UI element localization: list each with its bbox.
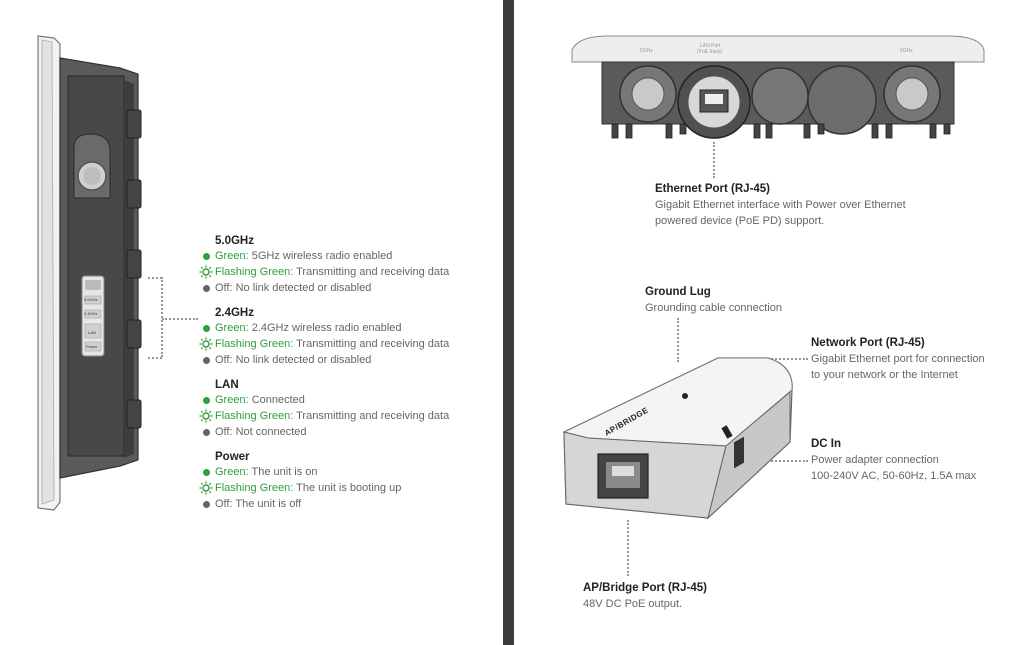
led-status-desc: Connected	[248, 394, 305, 406]
network-leader	[768, 358, 808, 360]
led-status-label: Flashing Green:	[215, 482, 294, 494]
ethernet-leader	[713, 142, 715, 178]
led-status-desc: The unit is booting up	[293, 482, 402, 494]
led-status-row: Off: No link detected or disabled	[199, 352, 371, 368]
gray-dot-icon	[199, 353, 213, 367]
led-status-row: Green: 2.4GHz wireless radio enabled	[199, 320, 402, 336]
green-dot-icon	[199, 321, 213, 335]
led-status-row: Flashing Green: Transmitting and receivi…	[199, 264, 449, 280]
apbridge-title: AP/Bridge Port (RJ-45)	[583, 582, 707, 594]
apbridge-desc: 48V DC PoE output.	[583, 598, 683, 610]
led-status-label: Green:	[215, 466, 249, 478]
led-status-label: Off:	[215, 426, 233, 438]
panel-label-5ghz: 5.0GHz	[84, 297, 98, 302]
gray-dot-icon	[199, 425, 213, 439]
gray-dot-icon	[199, 281, 213, 295]
led-status-desc: Transmitting and receiving data	[293, 338, 450, 350]
led-leader-vertical	[161, 277, 163, 357]
led-status-desc: 2.4GHz wireless radio enabled	[248, 322, 402, 334]
led-status-label: Green:	[215, 394, 249, 406]
led-leader-top	[148, 277, 162, 279]
green-dot-icon	[199, 393, 213, 407]
led-status-label: Off:	[215, 282, 233, 294]
ap-bottom-view	[571, 35, 985, 139]
led-status-row: Green: 5GHz wireless radio enabled	[199, 248, 392, 264]
flashing-green-icon	[199, 337, 213, 351]
panel-label-power: Power	[86, 344, 98, 349]
led-status-desc: The unit is off	[232, 498, 302, 510]
ground-leader	[677, 318, 679, 362]
led-status-label: Off:	[215, 354, 233, 366]
led-status-label: Flashing Green:	[215, 266, 294, 278]
led-status-label: Flashing Green:	[215, 338, 294, 350]
led-status-row: Green: Connected	[199, 392, 305, 408]
apbridge-leader	[627, 520, 629, 576]
ap-label-center-1: LAN Port	[700, 43, 721, 49]
led-group-title: 2.4GHz	[215, 307, 254, 319]
led-status-desc: Transmitting and receiving data	[293, 410, 450, 422]
dcin-desc-2: 100-240V AC, 50-60Hz, 1.5A max	[811, 470, 977, 482]
ethernet-desc-2: powered device (PoE PD) support.	[655, 215, 825, 227]
green-dot-icon	[199, 249, 213, 263]
led-status-row: Off: No link detected or disabled	[199, 280, 371, 296]
flashing-green-icon	[199, 481, 213, 495]
network-title: Network Port (RJ-45)	[811, 337, 925, 349]
panel-label-lan: LAN	[88, 330, 96, 335]
gray-dot-icon	[199, 497, 213, 511]
ground-title: Ground Lug	[645, 286, 711, 298]
led-status-label: Green:	[215, 322, 249, 334]
led-leader-middle	[162, 318, 198, 320]
ap-label-right: 5GHz	[900, 48, 913, 54]
led-group-title: LAN	[215, 379, 239, 391]
poe-injector	[562, 357, 793, 520]
ap-label-center-2: (PoE Input)	[697, 49, 723, 55]
led-status-row: Off: The unit is off	[199, 496, 301, 512]
flashing-green-icon	[199, 409, 213, 423]
dcin-desc-1: Power adapter connection	[811, 454, 939, 466]
led-status-row: Flashing Green: Transmitting and receivi…	[199, 336, 449, 352]
page-divider	[503, 0, 514, 645]
device-side-view	[37, 35, 142, 511]
led-status-desc: No link detected or disabled	[232, 354, 372, 366]
led-group-title: Power	[215, 451, 250, 463]
ap-label-left: 5GHz	[640, 48, 653, 54]
led-status-desc: No link detected or disabled	[232, 282, 372, 294]
ethernet-title: Ethernet Port (RJ-45)	[655, 183, 771, 195]
dcin-leader	[748, 460, 808, 462]
panel-label-24ghz: 2.4GHz	[84, 311, 98, 316]
dcin-title: DC In	[811, 438, 842, 450]
led-group-title: 5.0GHz	[215, 235, 254, 247]
led-status-desc: Not connected	[232, 426, 307, 438]
network-desc-1: Gigabit Ethernet port for connection	[811, 353, 985, 365]
led-status-label: Flashing Green:	[215, 410, 294, 422]
network-desc-2: to your network or the Internet	[811, 369, 958, 381]
ground-desc: Grounding cable connection	[645, 302, 782, 314]
led-status-row: Green: The unit is on	[199, 464, 318, 480]
led-status-row: Off: Not connected	[199, 424, 307, 440]
led-status-desc: Transmitting and receiving data	[293, 266, 450, 278]
flashing-green-icon	[199, 265, 213, 279]
led-status-label: Off:	[215, 498, 233, 510]
ethernet-desc-1: Gigabit Ethernet interface with Power ov…	[655, 199, 906, 211]
led-status-row: Flashing Green: Transmitting and receivi…	[199, 408, 449, 424]
led-leader-bottom	[148, 357, 162, 359]
led-status-label: Green:	[215, 250, 249, 262]
led-status-row: Flashing Green: The unit is booting up	[199, 480, 401, 496]
led-status-desc: The unit is on	[248, 466, 318, 478]
green-dot-icon	[199, 465, 213, 479]
led-status-desc: 5GHz wireless radio enabled	[248, 250, 393, 262]
